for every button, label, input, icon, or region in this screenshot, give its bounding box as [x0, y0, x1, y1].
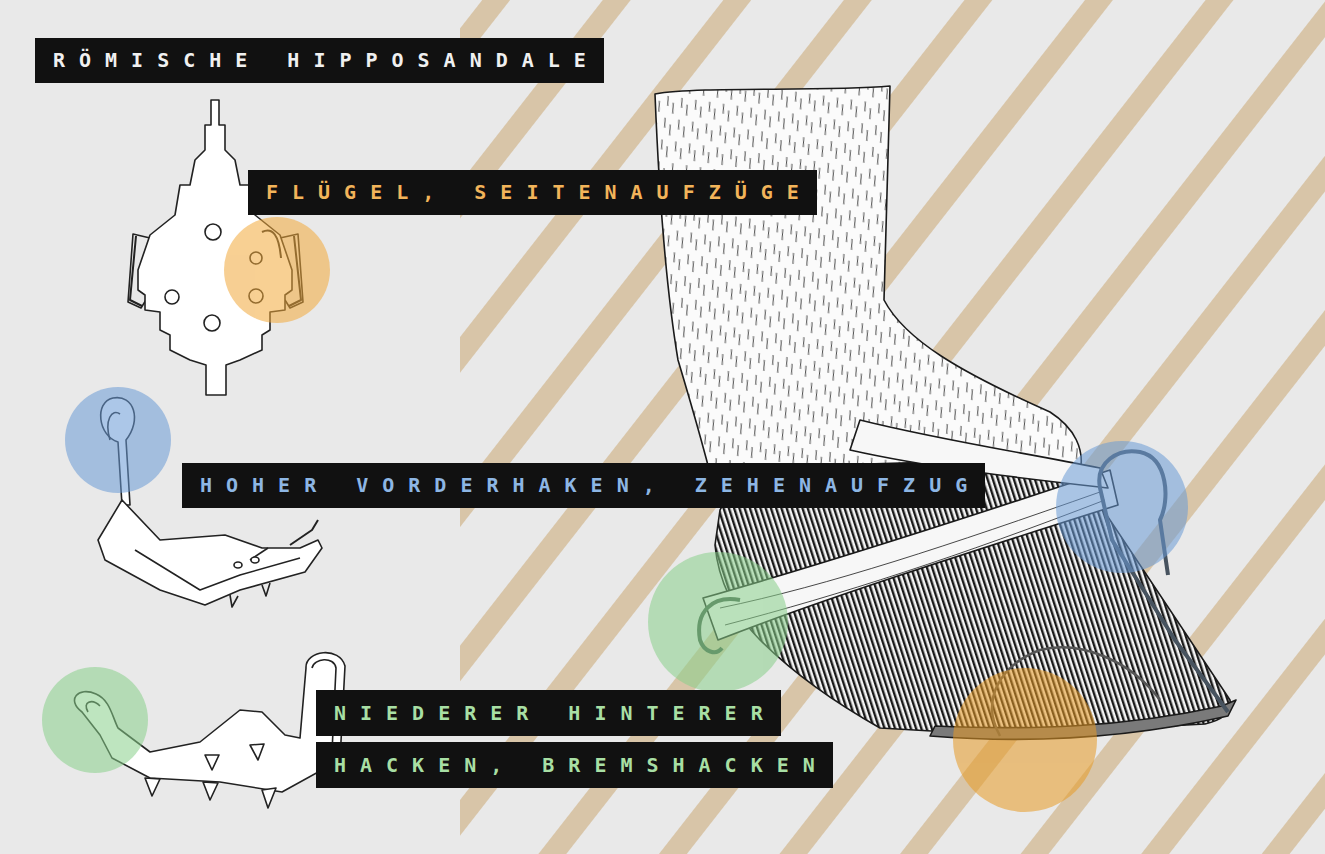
title-strip: RÖMISCHE HIPPOSANDALE	[35, 38, 604, 83]
part-label-box: HOHER VORDERHAKEN, ZEHENAUFZUG	[182, 463, 985, 508]
highlight-circles-part	[1056, 441, 1188, 573]
sandal-front-hook-view-part	[98, 500, 322, 605]
sandal-front-hook-view-part	[135, 550, 300, 590]
highlight-circles-part	[42, 667, 148, 773]
sandal-rear-hook-view-part	[205, 755, 219, 770]
sandal-rear-hook-view-part	[250, 744, 264, 760]
sandal-top-view-part	[165, 290, 179, 304]
sandal-front-hook-view-part	[290, 520, 318, 545]
highlight-circles-part	[65, 387, 171, 493]
part-label: FLÜGEL, SEITENAUFZÜGE	[248, 170, 817, 215]
sandal-rear-hook-view-part	[203, 782, 218, 800]
highlight-circles-part	[953, 668, 1097, 812]
sandal-front-hook-view-part	[234, 562, 242, 568]
sandal-front-hook-view-part	[251, 557, 259, 563]
part-label-box: NIEDERER HINTERER HACKEN, BREMSHACKEN	[316, 687, 861, 791]
sandal-rear-hook-view-part	[145, 778, 160, 796]
highlight-circles-part	[648, 552, 788, 692]
part-label-box: FLÜGEL, SEITENAUFZÜGE	[248, 170, 817, 215]
sandal-top-view-part	[204, 315, 220, 331]
title-strip-box: RÖMISCHE HIPPOSANDALE	[35, 38, 604, 83]
sandal-rear-hook-view-part	[262, 788, 276, 808]
part-label: HOHER VORDERHAKEN, ZEHENAUFZUG	[182, 463, 985, 508]
highlight-circles-part	[224, 217, 330, 323]
part-label: NIEDERER HINTERER HACKEN, BREMSHACKEN	[316, 690, 833, 788]
sandal-front-hook-view-part	[230, 583, 270, 607]
highlight-circles	[42, 217, 1188, 812]
sandal-top-view-part	[205, 224, 221, 240]
